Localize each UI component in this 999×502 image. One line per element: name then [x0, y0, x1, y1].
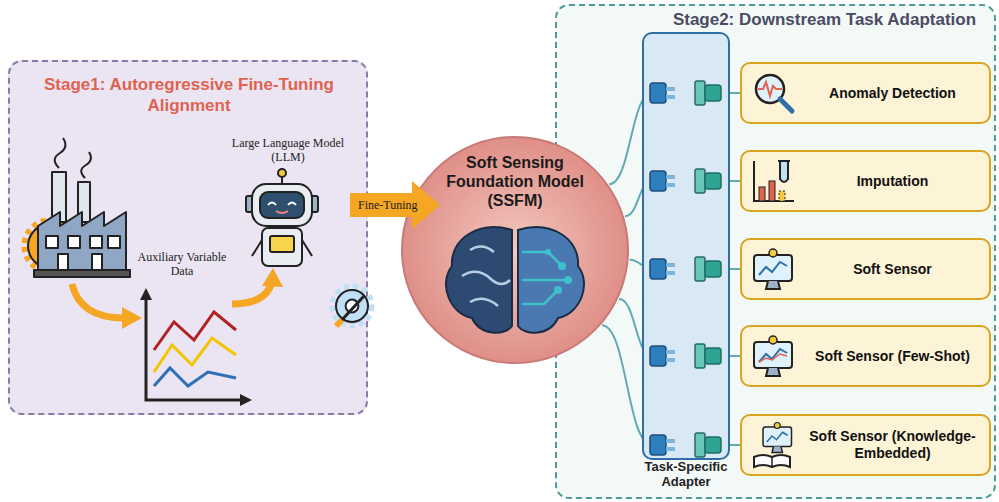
illustration-label: Auxiliary Variable Data: [132, 250, 232, 278]
adapter-bar: Task-Specific Adapter: [642, 32, 730, 460]
stage-title: Stage1: Autoregressive Fine-Tuning Align…: [24, 74, 354, 116]
task-label: Soft Sensor (Knowledge-Embedded): [802, 428, 983, 462]
task-box: Anomaly Detection: [740, 62, 991, 124]
task-box: Soft Sensor (Knowledge-Embedded): [740, 414, 991, 476]
model-title: Soft Sensing Foundation Model (SSFM): [435, 153, 595, 210]
task-icon: [750, 332, 798, 380]
task-label: Imputation: [802, 173, 983, 190]
task-icon: [750, 157, 798, 205]
foundation-model-circle: Soft Sensing Foundation Model (SSFM): [400, 135, 630, 365]
task-label: Soft Sensor (Few-Shot): [802, 348, 983, 365]
stage-panel: Stage1: Autoregressive Fine-Tuning Align…: [8, 60, 368, 415]
illustration-label: Large Language Model (LLM): [226, 136, 350, 164]
task-label: Anomaly Detection: [802, 85, 983, 102]
task-icon: [750, 245, 798, 293]
task-icon: [750, 421, 798, 469]
stage-panel: Stage2: Downstream Task AdaptationTask-S…: [555, 4, 996, 499]
arrow-label: Fine-Tuning: [356, 198, 420, 212]
task-box: Soft Sensor (Few-Shot): [740, 325, 991, 387]
task-box: Imputation: [740, 150, 991, 212]
task-box: Soft Sensor: [740, 238, 991, 300]
stage-title: Stage2: Downstream Task Adaptation: [657, 10, 992, 30]
task-label: Soft Sensor: [802, 261, 983, 278]
adapter-label: Task-Specific Adapter: [630, 459, 742, 489]
task-icon: [750, 69, 798, 117]
